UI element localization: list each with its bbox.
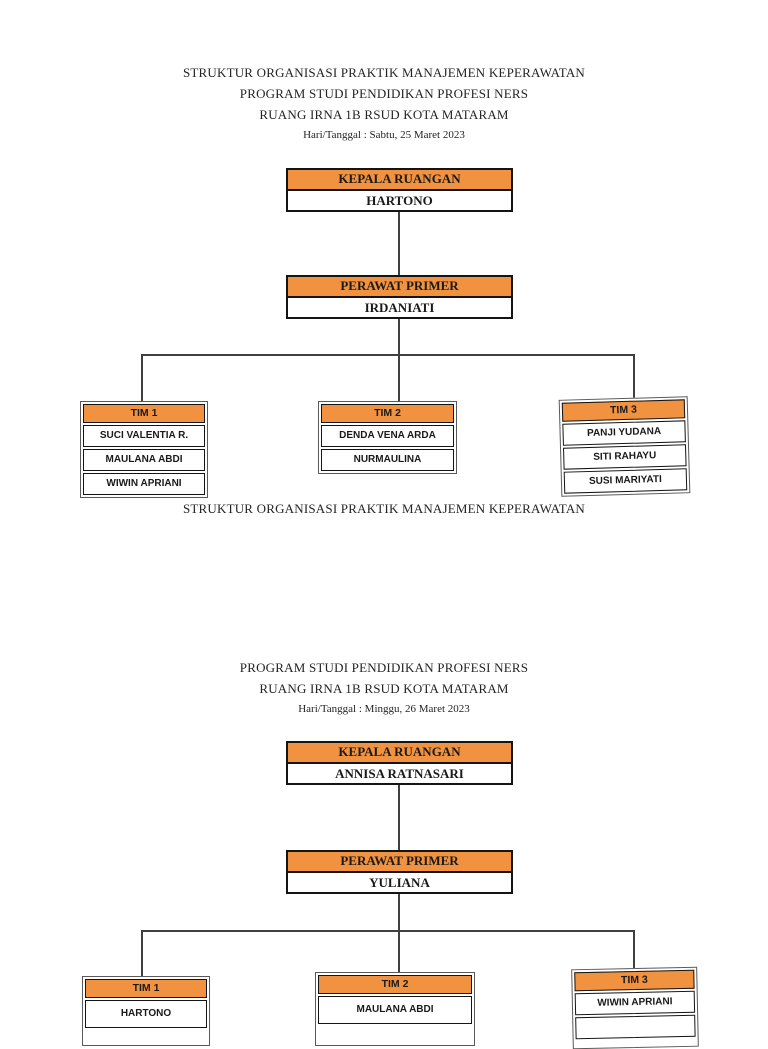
section1-title-block: STRUKTUR ORGANISASI PRAKTIK MANAJEMEN KE… xyxy=(0,62,768,146)
kepala-ruangan-box-2: KEPALA RUANGAN ANNISA RATNASARI xyxy=(286,741,513,785)
connector-horizontal-1 xyxy=(141,354,634,356)
kepala-ruangan-name-1: HARTONO xyxy=(288,190,511,210)
tim1-member-3-sabtu: WIWIN APRIANI xyxy=(83,473,205,495)
tim2-box-minggu: TIM 2 MAULANA ABDI xyxy=(315,972,475,1046)
tim3-box-sabtu: TIM 3 PANJI YUDANA SITI RAHAYU SUSI MARI… xyxy=(558,396,691,497)
title-line-3: RUANG IRNA 1B RSUD KOTA MATARAM xyxy=(259,107,509,122)
kepala-ruangan-title-2: KEPALA RUANGAN xyxy=(288,743,511,764)
kepala-ruangan-name-2: ANNISA RATNASARI xyxy=(288,763,511,783)
connector-tim1-drop-2 xyxy=(141,930,143,977)
connector-tim3-drop-2 xyxy=(633,930,635,969)
tim2-box-sabtu: TIM 2 DENDA VENA ARDA NURMAULINA xyxy=(318,401,457,474)
tim3-member-1-minggu: WIWIN APRIANI xyxy=(574,990,696,1016)
perawat-primer-title-1: PERAWAT PRIMER xyxy=(288,277,511,298)
tim1-header-sabtu: TIM 1 xyxy=(83,404,205,423)
tim2-member-1-sabtu: DENDA VENA ARDA xyxy=(321,425,454,447)
tim1-box-minggu: TIM 1 HARTONO xyxy=(82,976,210,1046)
tim2-member-1-minggu: MAULANA ABDI xyxy=(318,996,472,1024)
connector-perawat-center-1 xyxy=(398,319,400,402)
kepala-ruangan-title-1: KEPALA RUANGAN xyxy=(288,170,511,191)
tim3-member-1-sabtu: PANJI YUDANA xyxy=(562,420,686,446)
title-line-2: PROGRAM STUDI PENDIDIKAN PROFESI NERS xyxy=(239,86,529,101)
tim3-box-minggu: TIM 3 WIWIN APRIANI xyxy=(571,966,699,1049)
perawat-primer-name-2: YULIANA xyxy=(288,872,511,892)
tim2-header-sabtu: TIM 2 xyxy=(321,404,454,423)
date-line-minggu: Hari/Tanggal : Minggu, 26 Maret 2023 xyxy=(298,703,470,715)
connector-tim1-drop-1 xyxy=(141,354,143,402)
date-line-sabtu: Hari/Tanggal : Sabtu, 25 Maret 2023 xyxy=(303,129,465,141)
title-line-4: PROGRAM STUDI PENDIDIKAN PROFESI NERS xyxy=(239,660,529,675)
tim3-member-2-sabtu: SITI RAHAYU xyxy=(563,444,687,470)
connector-horizontal-2 xyxy=(141,930,634,932)
perawat-primer-title-2: PERAWAT PRIMER xyxy=(288,852,511,873)
tim1-header-minggu: TIM 1 xyxy=(85,979,207,998)
perawat-primer-box-2: PERAWAT PRIMER YULIANA xyxy=(286,850,513,894)
tim1-member-2-sabtu: MAULANA ABDI xyxy=(83,449,205,471)
connector-tim3-drop-1 xyxy=(633,354,635,399)
tim3-header-minggu: TIM 3 xyxy=(574,969,695,992)
perawat-primer-box-1: PERAWAT PRIMER IRDANIATI xyxy=(286,275,513,319)
tim1-member-1-minggu: HARTONO xyxy=(85,1000,207,1028)
tim2-header-minggu: TIM 2 xyxy=(318,975,472,994)
tim1-member-1-sabtu: SUCI VALENTIA R. xyxy=(83,425,205,447)
section1-caption: STRUKTUR ORGANISASI PRAKTIK MANAJEMEN KE… xyxy=(182,501,586,516)
section2-title-block: PROGRAM STUDI PENDIDIKAN PROFESI NERS RU… xyxy=(0,657,768,720)
tim3-header-sabtu: TIM 3 xyxy=(561,399,686,422)
connector-kepala-perawat-2 xyxy=(398,785,400,851)
connector-perawat-center-2 xyxy=(398,894,400,973)
title-line-5: RUANG IRNA 1B RSUD KOTA MATARAM xyxy=(259,681,509,696)
tim1-box-sabtu: TIM 1 SUCI VALENTIA R. MAULANA ABDI WIWI… xyxy=(80,401,208,498)
tim2-member-2-sabtu: NURMAULINA xyxy=(321,449,454,471)
tim3-partial-cell xyxy=(575,1014,696,1040)
document-page: { "colors": { "header_orange": "#F0923F"… xyxy=(0,62,768,1049)
tim3-member-3-sabtu: SUSI MARIYATI xyxy=(563,468,688,494)
connector-kepala-perawat-1 xyxy=(398,212,400,276)
perawat-primer-name-1: IRDANIATI xyxy=(288,297,511,317)
kepala-ruangan-box-1: KEPALA RUANGAN HARTONO xyxy=(286,168,513,212)
title-line-1: STRUKTUR ORGANISASI PRAKTIK MANAJEMEN KE… xyxy=(182,65,586,80)
